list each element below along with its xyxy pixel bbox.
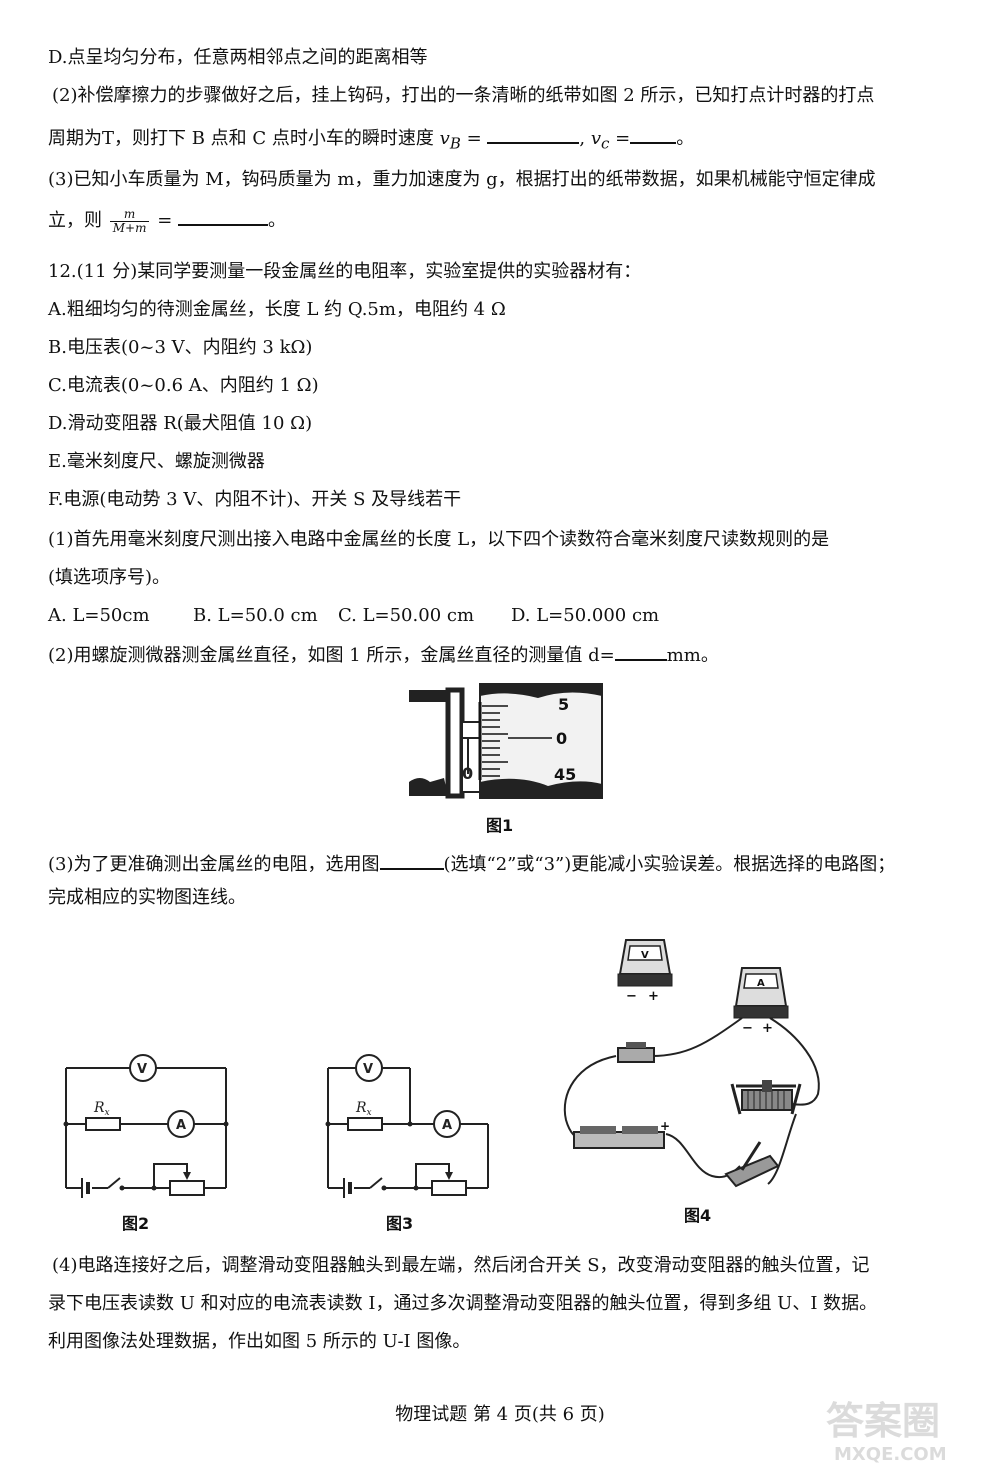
q12-part3-line1: (3)为了更准确测出金属丝的电阻，选用图 (选填“2”或“3”)更能减小实验误差。… (48, 850, 895, 877)
voltmeter-device: V − + (617, 939, 673, 1004)
circuit-figure-3: V A Rx (325, 1054, 489, 1198)
end-mark: 。 (676, 128, 695, 149)
q12-part2-line: (2)用螺旋测微器测金属丝直径，如图 1 所示，金属丝直径的测量值 d= mm。 (48, 641, 719, 668)
figure1-caption: 图1 (486, 816, 514, 835)
voltmeter-label: V (363, 1062, 373, 1077)
length-options: A. L=50cm B. L=50.0 cm C. L=50.00 cm D. L=5… (48, 604, 659, 628)
option-d[interactable]: D. L=50.000 cm (511, 605, 660, 626)
vc-symbol: vc (590, 128, 610, 153)
thimble-label-5: 5 (558, 695, 569, 714)
equipment-item-b: B.电压表(0~3 V、内阻约 3 kΩ) (48, 337, 313, 358)
equipment-item-d: D.滑动变阻器 R(最犬阻值 10 Ω) (48, 413, 313, 434)
metal-wire-device (724, 1141, 780, 1188)
equals-sign: = (460, 128, 488, 149)
q12-part3-text: (3)为了更准确测出金属丝的电阻，选用图 (48, 854, 380, 875)
ammeter-plus: + (762, 1021, 773, 1036)
q12-part3-text-2: (选填“2”或“3”)更能减小实验误差。根据选择的电路图； (443, 854, 896, 875)
vb-answer-blank[interactable] (487, 124, 580, 144)
figure2-caption: 图2 (122, 1214, 150, 1233)
q11-part2-text: 周期为T，则打下 B 点和 C 点时小车的瞬时速度 (48, 128, 434, 149)
q12-intro: 12.(11 分)某同学要测量一段金属丝的电阻率，实验室提供的实验器材有： (48, 261, 642, 282)
option-d-text: D.点呈均匀分布，任意两相邻点之间的距离相等 (48, 47, 428, 68)
q12-part4-line3: 利用图像法处理数据，作出如图 5 所示的 U-I 图像。 (48, 1331, 471, 1352)
q11-part3-text: 立，则 (48, 210, 102, 231)
equipment-item-e: E.毫米刻度尺、螺旋测微器 (48, 451, 265, 472)
q12-part4-line1: (4)电路连接好之后，调整滑动变阻器触头到最左端，然后闭合开关 S，改变滑动变阻… (52, 1255, 870, 1276)
voltmeter-minus: − (626, 989, 637, 1004)
comma: , (579, 128, 591, 149)
figure4-caption: 图4 (684, 1206, 712, 1225)
sleeve-zero-label: 0 (462, 764, 473, 783)
resistor-label: Rx (93, 1100, 110, 1118)
switch-device (617, 1042, 655, 1063)
option-a[interactable]: A. L=50cm (48, 605, 150, 626)
micrometer-figure: 0 5 0 45 (408, 682, 604, 802)
apparatus-figure-4: V − + A − + (563, 939, 820, 1188)
voltmeter-letter: V (641, 950, 649, 961)
equals-sign-3: = (151, 210, 178, 231)
ammeter-device: A − + (733, 967, 789, 1036)
watermark-logo: 答案圈 MXQE.COM (826, 1399, 947, 1465)
q12-part2-text: (2)用螺旋测微器测金属丝直径，如图 1 所示，金属丝直径的测量值 d= (48, 645, 615, 666)
equals-sign-2: = (609, 128, 631, 149)
thimble-label-45: 45 (554, 765, 576, 784)
voltmeter-label: V (137, 1062, 147, 1077)
ammeter-label: A (442, 1118, 452, 1133)
vb-symbol: vB (439, 128, 461, 153)
q12-part1-line2: (填选项序号)。 (48, 567, 171, 588)
option-c[interactable]: C. L=50.00 cm (338, 605, 475, 626)
diameter-answer-blank[interactable] (614, 641, 667, 661)
circuit-figure-2: V A Rx (63, 1054, 229, 1198)
rheostat-device (730, 1080, 802, 1115)
ammeter-label: A (176, 1118, 186, 1133)
equipment-item-c: C.电流表(0~0.6 A、内阻约 1 Ω) (48, 375, 319, 396)
ratio-answer-blank[interactable] (178, 206, 268, 226)
mm-unit: mm。 (666, 645, 719, 666)
figure-choice-blank[interactable] (379, 850, 444, 870)
voltmeter-plus: + (648, 989, 659, 1004)
vc-answer-blank[interactable] (630, 124, 677, 144)
battery-plus: + (660, 1119, 670, 1133)
q11-part3-line1: (3)已知小车质量为 M，钩码质量为 m，重力加速度为 g，根据打出的纸带数据，… (48, 169, 876, 190)
q12-part1-line1: (1)首先用毫米刻度尺测出接入电路中金属丝的长度 L，以下四个读数符合毫米刻度尺… (48, 529, 830, 550)
ammeter-letter: A (757, 978, 765, 989)
page-footer: 物理试题 第 4 页(共 6 页) (395, 1404, 605, 1425)
end-mark-2: 。 (268, 210, 286, 231)
watermark-url: MXQE.COM (834, 1444, 947, 1465)
equipment-item-a: A.粗细均匀的待测金属丝，长度 L 约 Q.5m，电阻约 4 Ω (48, 299, 506, 320)
option-b[interactable]: B. L=50.0 cm (193, 605, 318, 626)
battery-device: + (573, 1119, 670, 1149)
q11-part2-line1: (2)补偿摩擦力的步骤做好之后，挂上钩码，打出的一条清晰的纸带如图 2 所示，已… (52, 85, 875, 106)
watermark-text: 答案圈 (826, 1399, 940, 1443)
q11-part2-line2: 周期为T，则打下 B 点和 C 点时小车的瞬时速度 vB = , vc = 。 (48, 124, 694, 156)
figure3-caption: 图3 (386, 1214, 414, 1233)
thimble-label-0: 0 (556, 729, 567, 748)
q12-part4-line2: 录下电压表读数 U 和对应的电流表读数 I，通过多次调整滑动变阻器的触头位置，得… (48, 1293, 878, 1314)
q12-part3-line2: 完成相应的实物图连线。 (48, 887, 246, 908)
resistor-label: Rx (355, 1100, 372, 1118)
equipment-item-f: F.电源(电动势 3 V、内阻不计)、开关 S 及导线若干 (48, 489, 462, 510)
ammeter-minus: − (742, 1021, 753, 1036)
